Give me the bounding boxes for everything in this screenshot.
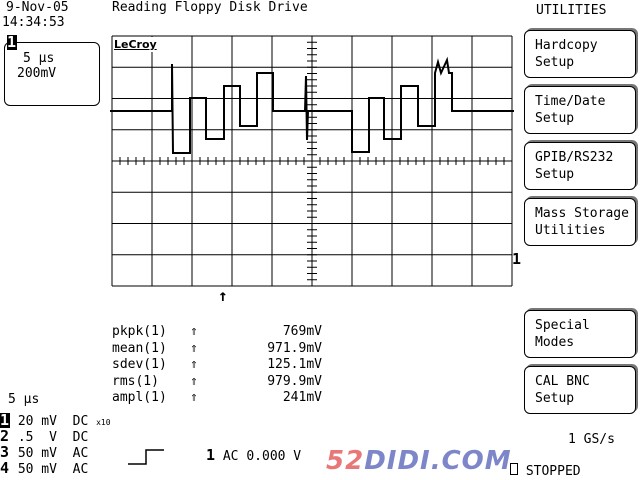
softkey-line1: Mass Storage	[535, 206, 629, 221]
channel-1-trace	[110, 56, 514, 154]
measurement-arrow-icon: ⇑	[190, 373, 198, 389]
measurement-arrow-icon: ⇑	[190, 324, 198, 339]
channel-1-badge: 1	[7, 33, 17, 51]
measurement-arrow-icon: ⇑	[190, 390, 198, 405]
softkey-line1: Hardcopy	[535, 38, 598, 53]
softkey-line2: Setup	[535, 167, 575, 182]
softkey-line2: Modes	[535, 335, 575, 350]
softkey-label: CAL BNC Setup	[535, 373, 590, 407]
softkey-line1: Special	[535, 318, 590, 333]
softkey-cal-bnc-setup[interactable]: CAL BNC Setup	[524, 366, 636, 414]
channel-number: 1	[0, 411, 10, 429]
measurement-value: 125.1mV	[267, 357, 322, 372]
channel-scale: 50 mV	[17, 462, 57, 477]
measurement-arrow-icon: ⇑	[190, 340, 198, 356]
softkey-line1: Time/Date	[535, 94, 606, 109]
softkey-line1: CAL BNC	[535, 374, 590, 389]
measurement-value: 241mV	[282, 390, 322, 405]
softkey-line2: Setup	[535, 111, 575, 126]
channel-number: 4	[0, 459, 10, 477]
watermark: 52DIDI.COM	[326, 446, 512, 476]
measurement-value: 971.9mV	[267, 340, 322, 356]
channel-coupling: DC	[72, 430, 89, 445]
measurement-label: sdev(1)	[112, 357, 167, 372]
trigger-position-arrow[interactable]: ↑	[218, 286, 228, 305]
channel-row[interactable]: 3 50 mV AC	[0, 443, 89, 462]
probe-attenuation: x10	[96, 418, 111, 427]
status-text: STOPPED	[525, 464, 581, 479]
measurement-label: pkpk(1)	[112, 324, 167, 339]
trigger-level: AC 0.000 V	[222, 449, 302, 464]
channel-row[interactable]: 4 50 mV AC	[0, 459, 89, 478]
softkey-line2: Setup	[535, 55, 575, 70]
channel-row[interactable]: 2 .5 V DC	[0, 427, 89, 446]
lecroy-logo: LeCroy	[114, 37, 157, 52]
time: 14:34:53	[2, 15, 65, 30]
softkey-line1: GPIB/RS232	[535, 150, 614, 165]
screen-title: Reading Floppy Disk Drive	[112, 0, 308, 15]
measurement-value: 979.9mV	[267, 373, 322, 389]
channel-scale: 20 mV	[17, 414, 57, 429]
measurement-label: ampl(1)	[112, 390, 167, 405]
trace-timebase: 5 µs	[23, 51, 55, 66]
channel-number: 3	[0, 443, 10, 461]
measurement-arrow-icon: ⇑	[190, 357, 198, 372]
channel-coupling: DC	[72, 414, 89, 429]
timebase-readout: 5 µs	[8, 392, 40, 407]
measurement-value: 769mV	[282, 324, 322, 339]
channel-coupling: AC	[72, 446, 89, 461]
channel-1-ground-marker: 1	[512, 250, 522, 268]
status-indicator-icon	[510, 463, 518, 475]
trace-descriptor-box[interactable]: 1 5 µs 200mV	[4, 35, 100, 106]
acquisition-status: STOPPED	[510, 463, 581, 479]
channel-scale: 50 mV	[17, 446, 57, 461]
softkey-line2: Setup	[535, 391, 575, 406]
measurement-label: rms(1)	[112, 373, 159, 389]
menu-title: UTILITIES	[536, 3, 607, 18]
trigger-edge-icon	[128, 449, 164, 465]
trigger-channel: 1	[206, 446, 216, 464]
trigger-readout[interactable]: 1 AC 0.000 V	[206, 446, 302, 465]
softkey-line2: Utilities	[535, 223, 606, 238]
channel-row[interactable]: 1 20 mV DC x10	[0, 413, 111, 430]
measurement-label: mean(1)	[112, 340, 167, 356]
channel-coupling: AC	[72, 462, 89, 477]
sample-rate: 1 GS/s	[568, 432, 615, 447]
date: 9-Nov-05	[6, 0, 69, 15]
trace-volts: 200mV	[17, 66, 57, 81]
channel-scale: .5 V	[17, 430, 57, 445]
channel-number: 2	[0, 427, 10, 445]
